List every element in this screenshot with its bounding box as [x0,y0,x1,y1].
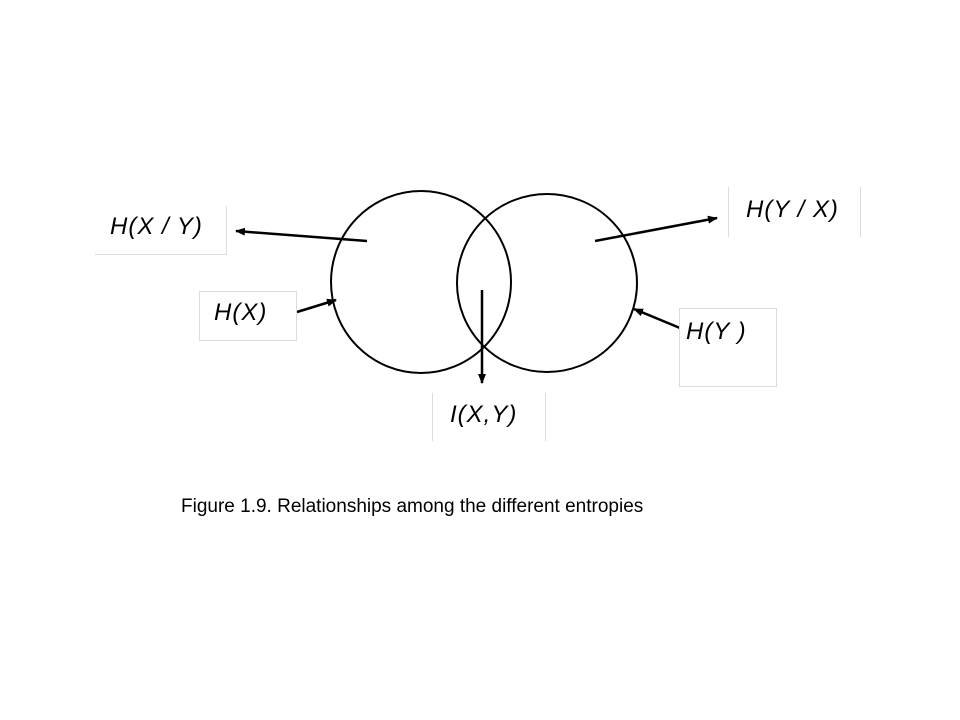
h-y-given-x-box [728,187,861,237]
h-y-label: H(Y ) [686,318,747,345]
arrow-to-circle-x [296,298,337,314]
arrow-to-h-x-given-y [235,227,368,243]
h-x-box [199,291,297,341]
h-x-label: H(X) [214,299,268,326]
h-y-box [679,308,777,387]
h-x-given-y-label: H(X / Y) [110,213,203,240]
circle-y [456,193,638,373]
i-xy-label: I(X,Y) [450,401,518,428]
figure-caption: Figure 1.9. Relationships among the diff… [181,496,644,517]
arrow-to-circle-y [633,307,681,330]
h-y-given-x-label: H(Y / X) [746,196,839,223]
h-x-given-y-box [95,206,227,255]
circle-x [330,190,512,374]
i-xy-box [432,393,546,441]
arrow-to-h-y-given-x [594,215,718,243]
